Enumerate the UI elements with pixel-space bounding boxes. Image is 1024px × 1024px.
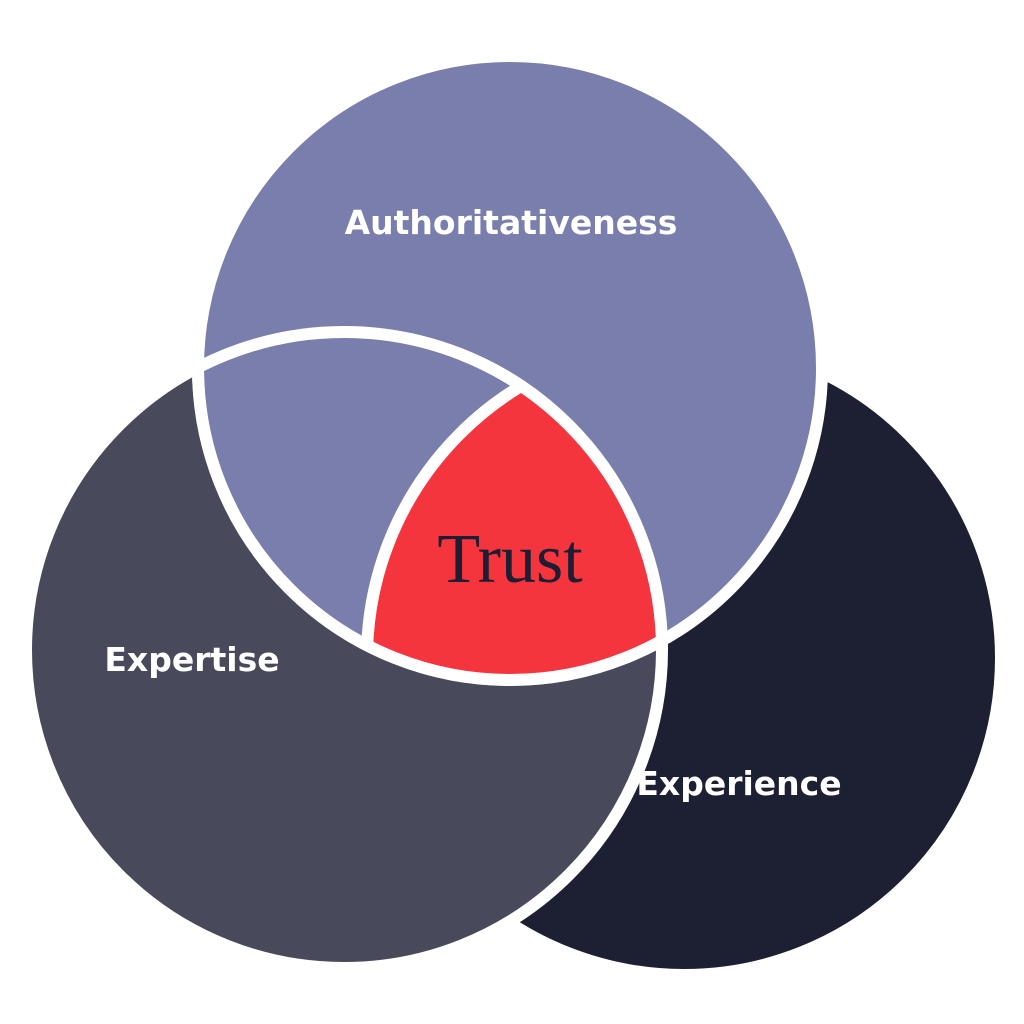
authoritativeness-label: Authoritativeness (345, 203, 678, 242)
experience-label: Experience (636, 764, 841, 803)
expertise-label: Expertise (104, 640, 279, 679)
trust-region (367, 341, 662, 680)
trust-label: Trust (437, 521, 583, 598)
authoritativeness-outline (192, 332, 662, 686)
